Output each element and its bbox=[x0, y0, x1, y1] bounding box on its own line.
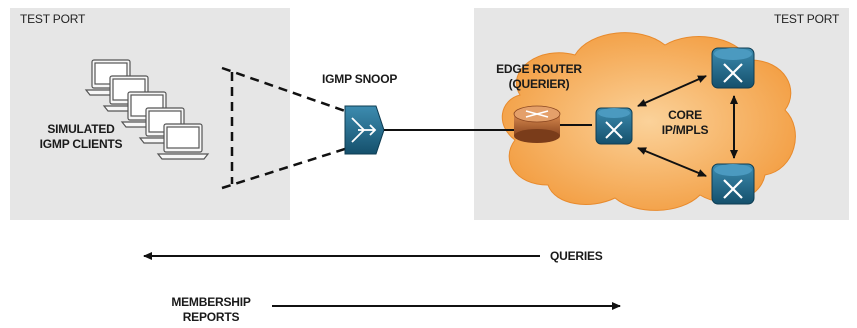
simulated-clients-label: SIMULATED IGMP CLIENTS bbox=[38, 122, 124, 152]
queries-label: QUERIES bbox=[550, 249, 603, 263]
edge-router-label: EDGE ROUTER (QUERIER) bbox=[492, 62, 586, 92]
simulated-clients-line1: SIMULATED bbox=[47, 122, 115, 136]
simulated-clients-line2: IGMP CLIENTS bbox=[39, 137, 123, 151]
membership-reports-line1: MEMBERSHIP bbox=[171, 295, 251, 309]
membership-reports-label: MEMBERSHIP REPORTS bbox=[160, 295, 262, 325]
igmp-snoop-label: IGMP SNOOP bbox=[322, 72, 398, 86]
snoop-fan-lines bbox=[221, 66, 349, 190]
edge-router-line1: EDGE ROUTER bbox=[496, 62, 582, 76]
core-router-icon bbox=[595, 47, 755, 205]
edge-router-line2: (QUERIER) bbox=[508, 77, 570, 91]
core-label: CORE IP/MPLS bbox=[653, 108, 717, 138]
test-port-right-label: TEST PORT bbox=[774, 12, 840, 26]
igmp-snoop-switch-icon bbox=[344, 105, 385, 155]
test-port-left-label: TEST PORT bbox=[20, 12, 86, 26]
membership-reports-line2: REPORTS bbox=[182, 310, 240, 324]
core-links bbox=[637, 75, 738, 177]
laptop-icon bbox=[84, 59, 210, 160]
core-line1: CORE bbox=[668, 108, 702, 122]
edge-router-icon bbox=[513, 105, 561, 143]
core-line2: IP/MPLS bbox=[661, 123, 709, 137]
